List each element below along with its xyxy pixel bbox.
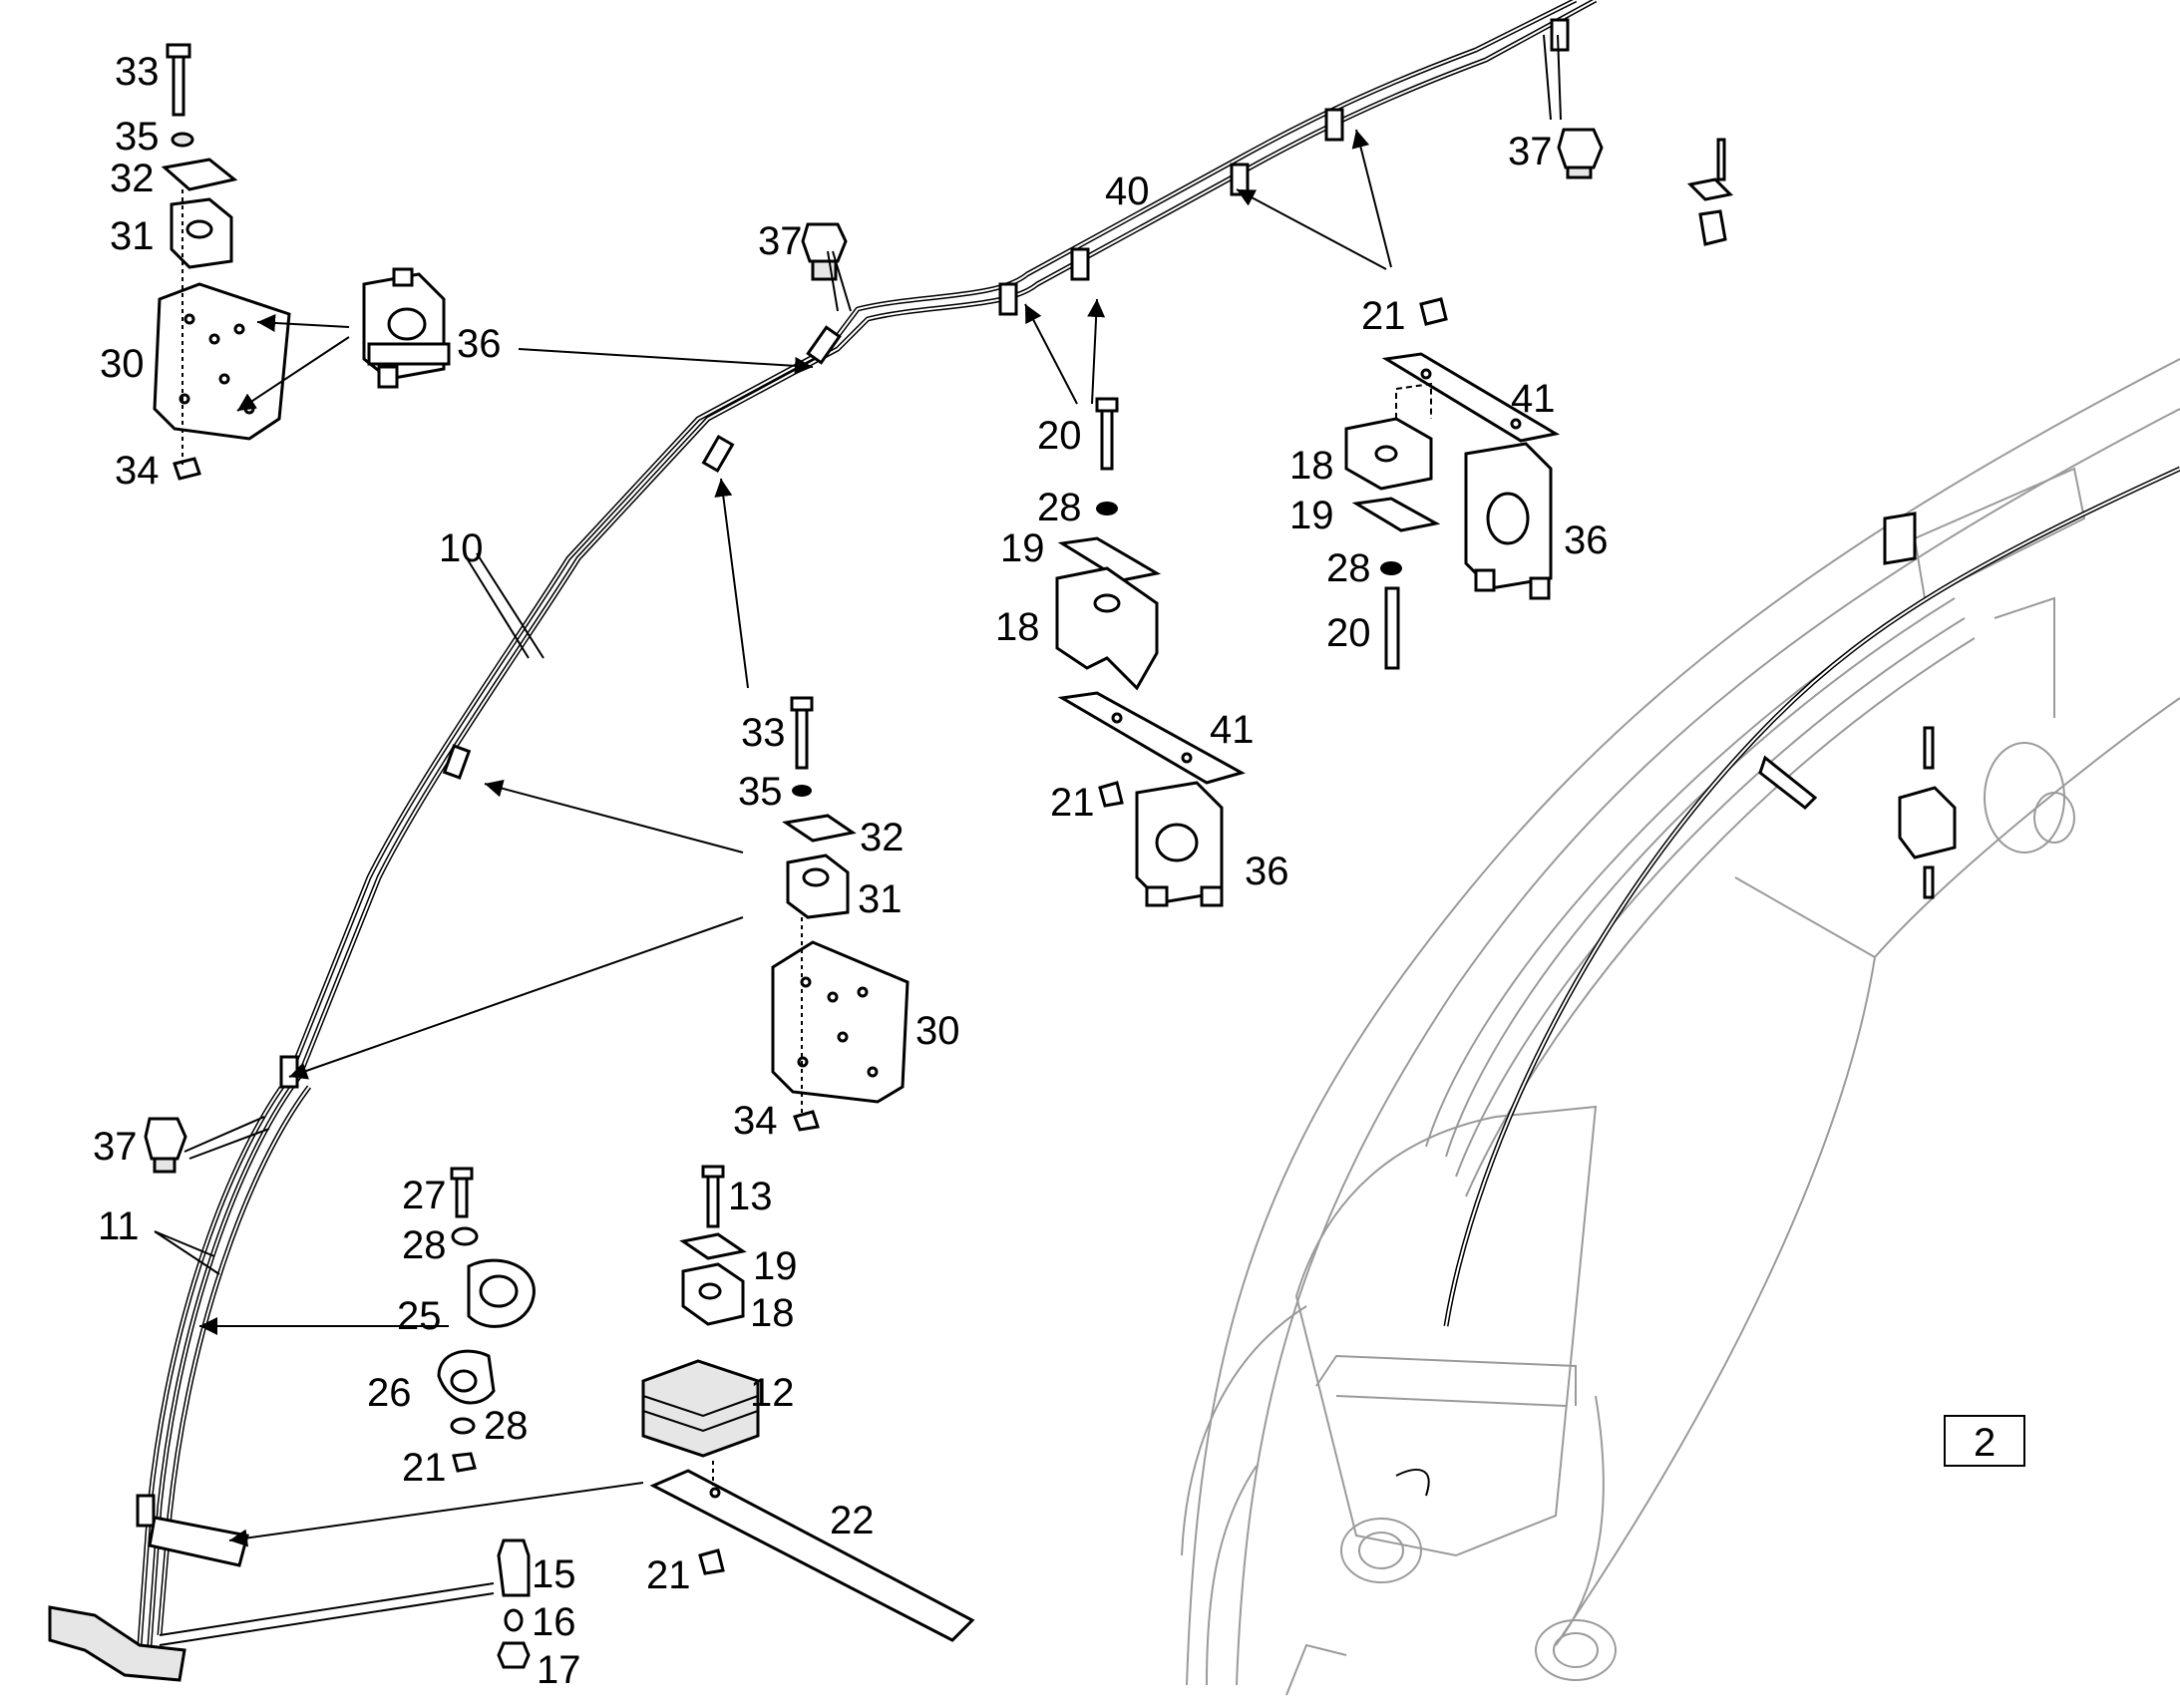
callout-12: 12	[750, 1371, 795, 1415]
callout-40: 40	[1105, 170, 1150, 213]
callout-31: 31	[858, 877, 903, 921]
callout-41: 41	[1210, 708, 1255, 752]
callout-11: 11	[98, 1204, 140, 1248]
callout-33: 33	[115, 50, 160, 94]
clamp-group-center	[1055, 397, 1246, 907]
callout-32: 32	[860, 816, 905, 859]
callout-10: 10	[439, 526, 484, 570]
small-parts-top-right	[1686, 138, 1957, 899]
callout-15: 15	[532, 1552, 576, 1596]
clamp-group-right	[1344, 297, 1561, 670]
callout-19: 19	[1289, 494, 1334, 537]
callout-27: 27	[402, 1174, 447, 1217]
callout-34: 34	[733, 1099, 778, 1143]
callout-19: 19	[1000, 526, 1045, 570]
hose-assembly	[48, 0, 1598, 1682]
callout-18: 18	[1289, 444, 1334, 488]
clamp-group-mid	[771, 696, 909, 1132]
clip-group	[437, 1167, 536, 1473]
boom-hose-bundle	[1395, 466, 2180, 1497]
support-group	[641, 1165, 975, 1642]
callout-33: 33	[741, 711, 786, 755]
callout-35: 35	[115, 115, 160, 159]
fitting-group	[148, 1516, 531, 1669]
callout-21: 21	[1050, 781, 1095, 825]
callout-32: 32	[110, 157, 155, 200]
callout-20: 20	[1037, 414, 1082, 458]
clamp-group-top-left	[153, 43, 451, 481]
callout-18: 18	[995, 605, 1040, 649]
callout-21: 21	[646, 1553, 691, 1597]
callout-labels: 33 35 32 31 30 34 36 37 40 37 21 41 18 1…	[93, 50, 1609, 1692]
callout-30: 30	[100, 342, 145, 386]
callout-16: 16	[532, 1600, 576, 1644]
callout-28: 28	[402, 1223, 447, 1267]
callout-22: 22	[830, 1499, 875, 1542]
view-number: 2	[1974, 1421, 1996, 1465]
callout-41: 41	[1511, 377, 1556, 421]
callout-36: 36	[457, 322, 502, 366]
callout-30: 30	[915, 1009, 960, 1053]
callout-28: 28	[1037, 486, 1082, 529]
boom-outline	[1181, 358, 2180, 1696]
callout-17: 17	[537, 1648, 581, 1692]
callout-20: 20	[1326, 611, 1371, 655]
callout-37: 37	[93, 1125, 138, 1169]
callout-21: 21	[402, 1446, 447, 1490]
fitting-37-group	[144, 128, 1604, 1174]
leader-lines	[154, 34, 1562, 1646]
callout-37: 37	[1508, 130, 1553, 173]
callout-26: 26	[367, 1371, 412, 1415]
callout-25: 25	[397, 1294, 442, 1338]
callout-18: 18	[750, 1291, 795, 1335]
callout-21: 21	[1361, 294, 1406, 338]
callout-28: 28	[484, 1404, 529, 1448]
callout-36: 36	[1245, 850, 1289, 893]
view-number-box: 2	[1944, 1415, 2025, 1467]
callout-31: 31	[110, 214, 155, 258]
callout-19: 19	[753, 1244, 798, 1288]
callout-28: 28	[1326, 546, 1371, 590]
callout-37: 37	[758, 219, 803, 263]
callout-35: 35	[738, 770, 783, 814]
callout-36: 36	[1564, 518, 1609, 562]
callout-13: 13	[728, 1175, 773, 1218]
callout-34: 34	[115, 449, 160, 493]
